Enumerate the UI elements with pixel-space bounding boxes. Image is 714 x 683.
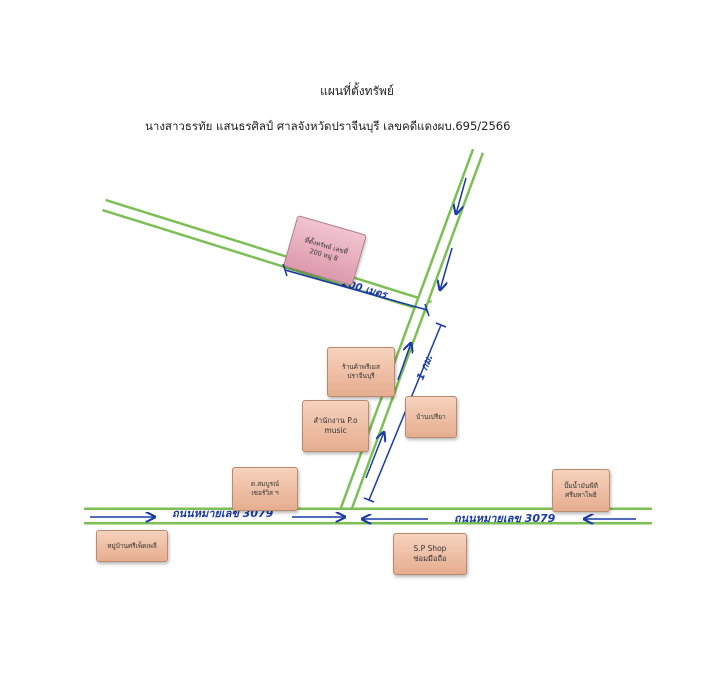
village-box: หมู่บ้านศรีเพ็ดเพลี [96,530,168,562]
page-subtitle: นางสาวธรทัย แสนธรศิลป์ ศาลจังหวัดปราจีนบ… [145,119,511,133]
office-line2: music [324,426,347,435]
gas-station-line2: ศรีมหาโพธิ [565,490,597,499]
road-3079-label-right: ถนนหมายเลข 3079 [454,512,556,525]
village-line1: หมู่บ้านศรีเพ็ดเพลี [107,541,157,550]
gas-station-box: ปั๊มน้ำมันพีที ศรีมหาโพธิ [552,469,610,512]
arrow-down-top [456,177,467,214]
house-line1: บ้านเปรียา [416,412,446,421]
shop-box: ร้านค้าพรีเมส ปราจีนบุรี [327,347,395,397]
sompong-service-line1: ต.สมบูรณ์ [250,480,280,489]
sompong-service-line2: เซอร์วิส ฯ [251,489,279,497]
sp-shop-line2: ซ่อมมือถือ [413,554,447,563]
page-title: แผนที่ตั้งทรัพย์ [320,84,394,98]
sompong-service-box: ต.สมบูรณ์ เซอร์วิส ฯ [232,467,298,511]
arrow-up-upper [397,343,411,381]
house-box: บ้านเปรียา [405,396,457,438]
office-line1: สำนักงาน P.o [313,415,358,425]
arrow-down-mid [440,247,453,290]
shop-line2: ปราจีนบุรี [347,372,375,380]
direction-arrows [90,177,636,519]
sp-shop-box: S.P Shop ซ่อมมือถือ [393,533,467,575]
road-upper-left [102,198,432,314]
sp-shop-line1: S.P Shop [413,543,447,553]
shop-line1: ร้านค้าพรีเมส [342,363,380,372]
gas-station-line1: ปั๊มน้ำมันพีที [564,481,598,490]
office-box: สำนักงาน P.o music [302,400,369,452]
arrow-up-lower [365,432,384,479]
